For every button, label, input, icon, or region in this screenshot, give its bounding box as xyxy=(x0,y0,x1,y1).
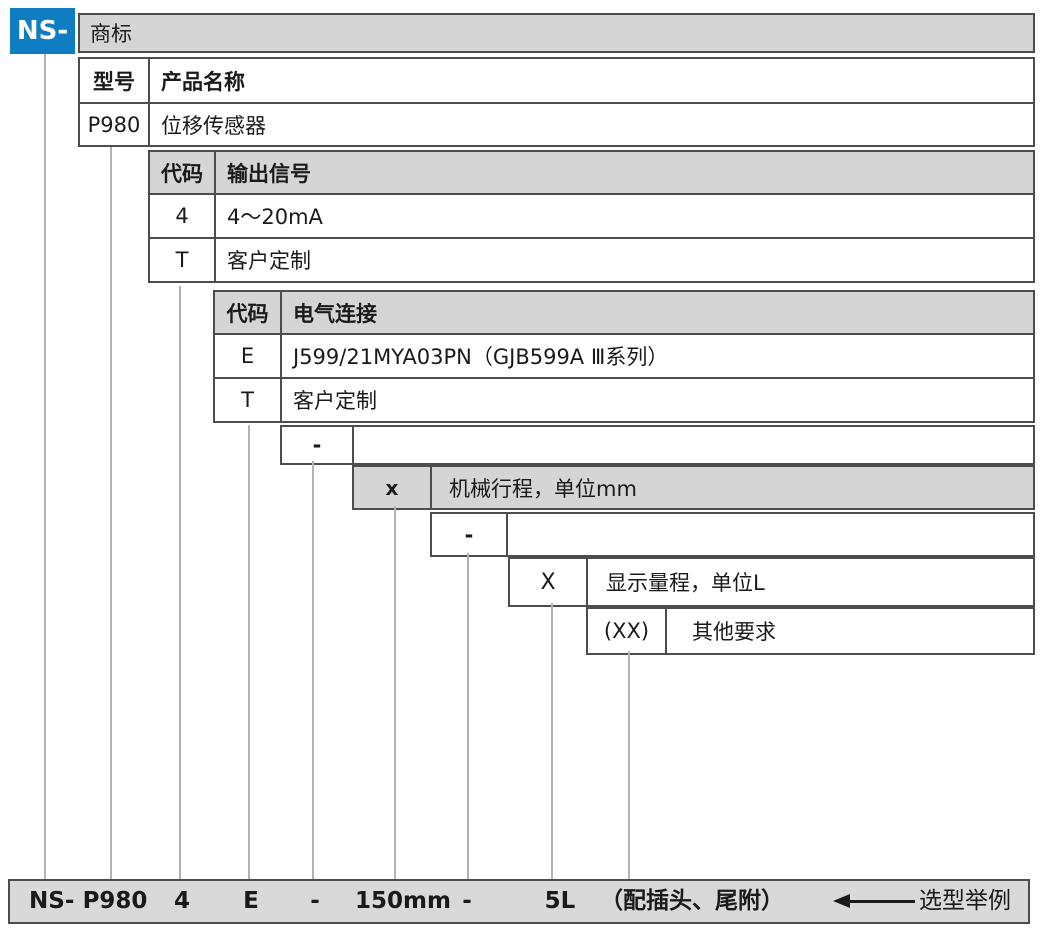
electrical-code-cell: E xyxy=(215,335,282,377)
stroke-code-cell: x xyxy=(354,467,432,508)
empty-cell xyxy=(354,427,1033,463)
connector-line-prefix xyxy=(44,54,46,879)
signal-value-cell: 客户定制 xyxy=(227,249,311,273)
connector-line-other xyxy=(628,651,630,879)
model-code-cell: P980 xyxy=(80,104,150,145)
electrical-value-cell: 客户定制 xyxy=(293,389,377,413)
example-caption: 选型举例 xyxy=(919,888,1011,914)
trademark-bar: 商标 xyxy=(78,13,1035,53)
other-code-cell: (XX) xyxy=(588,609,667,653)
separator-dash-1: - xyxy=(280,425,1035,465)
output-signal-row: 4 4～20mA xyxy=(150,193,1033,237)
display-range-row: X 显示量程，单位L xyxy=(508,557,1035,607)
example-part-signal: 4 xyxy=(173,888,191,914)
example-code-bar: NS- P980 4 E - 150mm - 5L （配插头、尾附） 选型举例 xyxy=(8,879,1030,924)
example-part-dash2: - xyxy=(462,888,472,914)
output-signal-row: T 客户定制 xyxy=(150,237,1033,281)
example-part-electrical: E xyxy=(243,888,259,914)
brand-prefix-box: NS- xyxy=(10,8,75,54)
model-code-header: 型号 xyxy=(80,59,150,102)
electrical-code-header: 代码 xyxy=(215,292,282,333)
signal-code-cell: T xyxy=(150,239,216,281)
product-name-cell: 位移传感器 xyxy=(161,113,266,138)
connector-line-dash2 xyxy=(467,553,469,879)
product-name-header: 产品名称 xyxy=(161,69,245,94)
connector-line-electrical xyxy=(248,425,250,879)
dash-cell: - xyxy=(282,427,354,463)
electrical-code-cell: T xyxy=(215,379,282,421)
brand-prefix-label: NS- xyxy=(16,16,69,46)
other-requirements-row: (XX) 其他要求 xyxy=(586,607,1035,655)
signal-code-cell: 4 xyxy=(150,195,216,237)
example-part-model: P980 xyxy=(82,888,148,914)
electrical-connection-table: 代码 电气连接 E J599/21MYA03PN（GJB599A Ⅲ系列） T … xyxy=(213,290,1035,423)
output-signal-header-row: 代码 输出信号 xyxy=(150,152,1033,193)
electrical-connection-header: 电气连接 xyxy=(293,301,377,326)
example-part-dash1: - xyxy=(310,888,320,914)
example-part-range: 5L xyxy=(544,888,576,914)
left-arrow-shaft xyxy=(849,900,915,903)
trademark-label: 商标 xyxy=(90,22,132,46)
separator-dash-2: - xyxy=(430,512,1035,557)
output-signal-table: 代码 输出信号 4 4～20mA T 客户定制 xyxy=(148,150,1035,283)
range-label: 显示量程，单位L xyxy=(606,571,765,595)
model-table-row: P980 位移传感器 xyxy=(80,102,1033,145)
signal-code-header: 代码 xyxy=(150,152,216,193)
electrical-row: E J599/21MYA03PN（GJB599A Ⅲ系列） xyxy=(215,333,1033,377)
connector-line-stroke xyxy=(394,506,396,879)
left-arrow-icon xyxy=(833,894,850,908)
example-part-stroke: 150mm xyxy=(355,888,451,914)
model-table: 型号 产品名称 P980 位移传感器 xyxy=(78,57,1035,147)
connector-line-model xyxy=(110,147,112,879)
example-part-prefix: NS- xyxy=(29,888,75,914)
empty-cell xyxy=(508,514,1033,555)
connector-line-range xyxy=(551,603,553,879)
electrical-value-cell: J599/21MYA03PN（GJB599A Ⅲ系列） xyxy=(293,345,669,369)
output-signal-header: 输出信号 xyxy=(227,161,311,186)
dash-cell: - xyxy=(432,514,508,555)
electrical-row: T 客户定制 xyxy=(215,377,1033,421)
range-code-cell: X xyxy=(510,559,588,605)
other-label: 其他要求 xyxy=(692,620,776,644)
connector-line-dash1 xyxy=(312,461,314,879)
electrical-header-row: 代码 电气连接 xyxy=(215,292,1033,333)
model-table-header-row: 型号 产品名称 xyxy=(80,59,1033,102)
signal-value-cell: 4～20mA xyxy=(227,205,323,229)
stroke-label: 机械行程，单位mm xyxy=(449,476,637,501)
example-part-other: （配插头、尾附） xyxy=(600,888,784,914)
connector-line-signal xyxy=(179,286,181,879)
mechanical-stroke-row: x 机械行程，单位mm xyxy=(352,465,1035,510)
